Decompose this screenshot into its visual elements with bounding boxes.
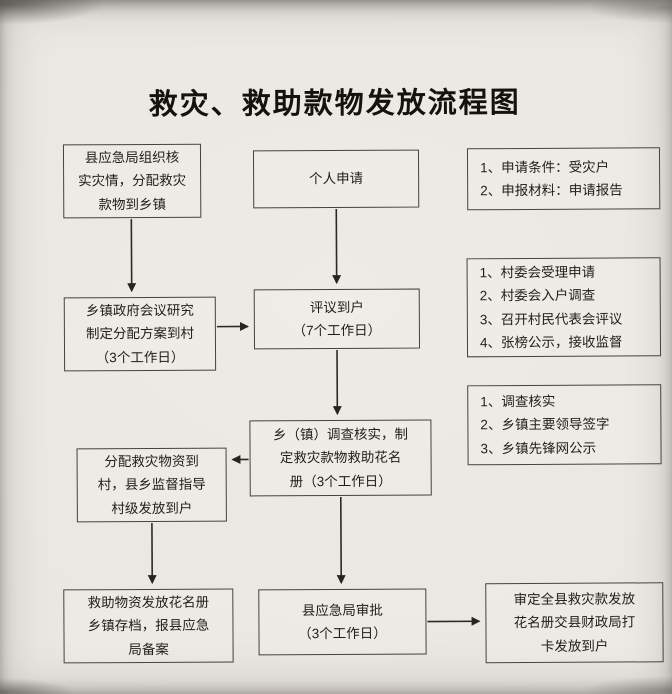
node-text-line: 村级发放到户 xyxy=(111,500,193,516)
annotation-township-verify-steps: 1、调查核实 2、乡镇主要领导签字 3、乡镇先锋网公示 xyxy=(467,384,662,466)
node-text-line: 县应急局组织核 xyxy=(84,149,180,166)
annotation-line: 3、召开村民代表会评议 xyxy=(479,311,623,327)
annotation-line: 2、申报材料：申请报告 xyxy=(480,182,623,199)
node-text-line: 乡镇存档，报县应急 xyxy=(87,618,210,634)
node-text-line: 花名册交县财政局打 xyxy=(513,614,636,631)
node-text-line: 卡发放到户 xyxy=(540,638,609,654)
node-text-line: 乡（镇）调查核实，制 xyxy=(272,426,408,443)
annotation-line: 1、村委会受理申请 xyxy=(479,264,596,281)
flow-node-township-meeting: 乡镇政府会议研究 制定分配方案到村 （3个工作日） xyxy=(63,296,217,372)
annotation-line: 1、调查核实 xyxy=(480,394,556,410)
node-text-line: 县应急局审批 xyxy=(301,602,383,618)
annotation-line: 2、乡镇主要领导签字 xyxy=(480,416,610,433)
node-text-line: （3个工作日） xyxy=(298,625,387,642)
flow-node-review-households: 评议到户 （7个工作日） xyxy=(253,288,421,350)
annotation-apply-requirements: 1、申请条件：受灾户 2、申报材料：申请报告 xyxy=(466,147,661,211)
flow-node-individual-apply: 个人申请 xyxy=(252,149,420,209)
flow-node-archive: 救助物资发放花名册 乡镇存档，报县应急 局备案 xyxy=(63,588,234,664)
node-text-line: 乡镇政府会议研究 xyxy=(85,302,194,319)
node-text-line: 村，县乡监督指导 xyxy=(97,477,206,493)
node-text-line: 实灾情，分配救灾 xyxy=(78,173,187,189)
annotation-line: 1、申请条件：受灾户 xyxy=(480,159,610,176)
annotation-line: 4、张榜公示，接收监督 xyxy=(479,334,623,350)
annotation-line: 2、村委会入户调查 xyxy=(479,287,596,304)
flow-node-county-allocate: 县应急局组织核 实灾情，分配救灾 款物到乡镇 xyxy=(62,143,202,219)
page-title: 救灾、救助款物发放流程图 xyxy=(148,87,521,121)
flow-node-finance-disburse: 审定全县救灾款发放 花名册交县财政局打 卡发放到户 xyxy=(485,582,664,664)
node-text-line: 局备案 xyxy=(128,641,169,657)
flow-node-distribute-village: 分配救灾物资到 村，县乡监督指导 村级发放到户 xyxy=(76,447,227,523)
node-text-line: 制定分配方案到村 xyxy=(85,326,194,342)
node-text-line: 分配救灾物资到 xyxy=(104,453,199,470)
flow-node-township-verify: 乡（镇）调查核实，制 定救灾款物救助花名 册（3个工作日） xyxy=(249,419,432,497)
node-text-line: 救助物资发放花名册 xyxy=(87,594,210,611)
node-text-line: 册（3个工作日） xyxy=(289,473,392,489)
flow-node-county-approval: 县应急局审批 （3个工作日） xyxy=(258,588,427,656)
annotation-line: 3、乡镇先锋网公示 xyxy=(480,440,597,456)
node-text-line: 定救灾款物救助花名 xyxy=(279,450,402,466)
node-text-line: 评议到户 xyxy=(309,299,364,315)
node-text-line: 个人申请 xyxy=(309,171,364,187)
node-text-line: （7个工作日） xyxy=(292,322,382,339)
annotation-village-committee-steps: 1、村委会受理申请 2、村委会入户调查 3、召开村民代表会评议 4、张榜公示，接… xyxy=(466,257,662,358)
node-text-line: （3个工作日） xyxy=(95,349,185,365)
node-text-line: 审定全县救灾款发放 xyxy=(513,591,636,608)
node-text-line: 款物到乡镇 xyxy=(98,196,167,212)
